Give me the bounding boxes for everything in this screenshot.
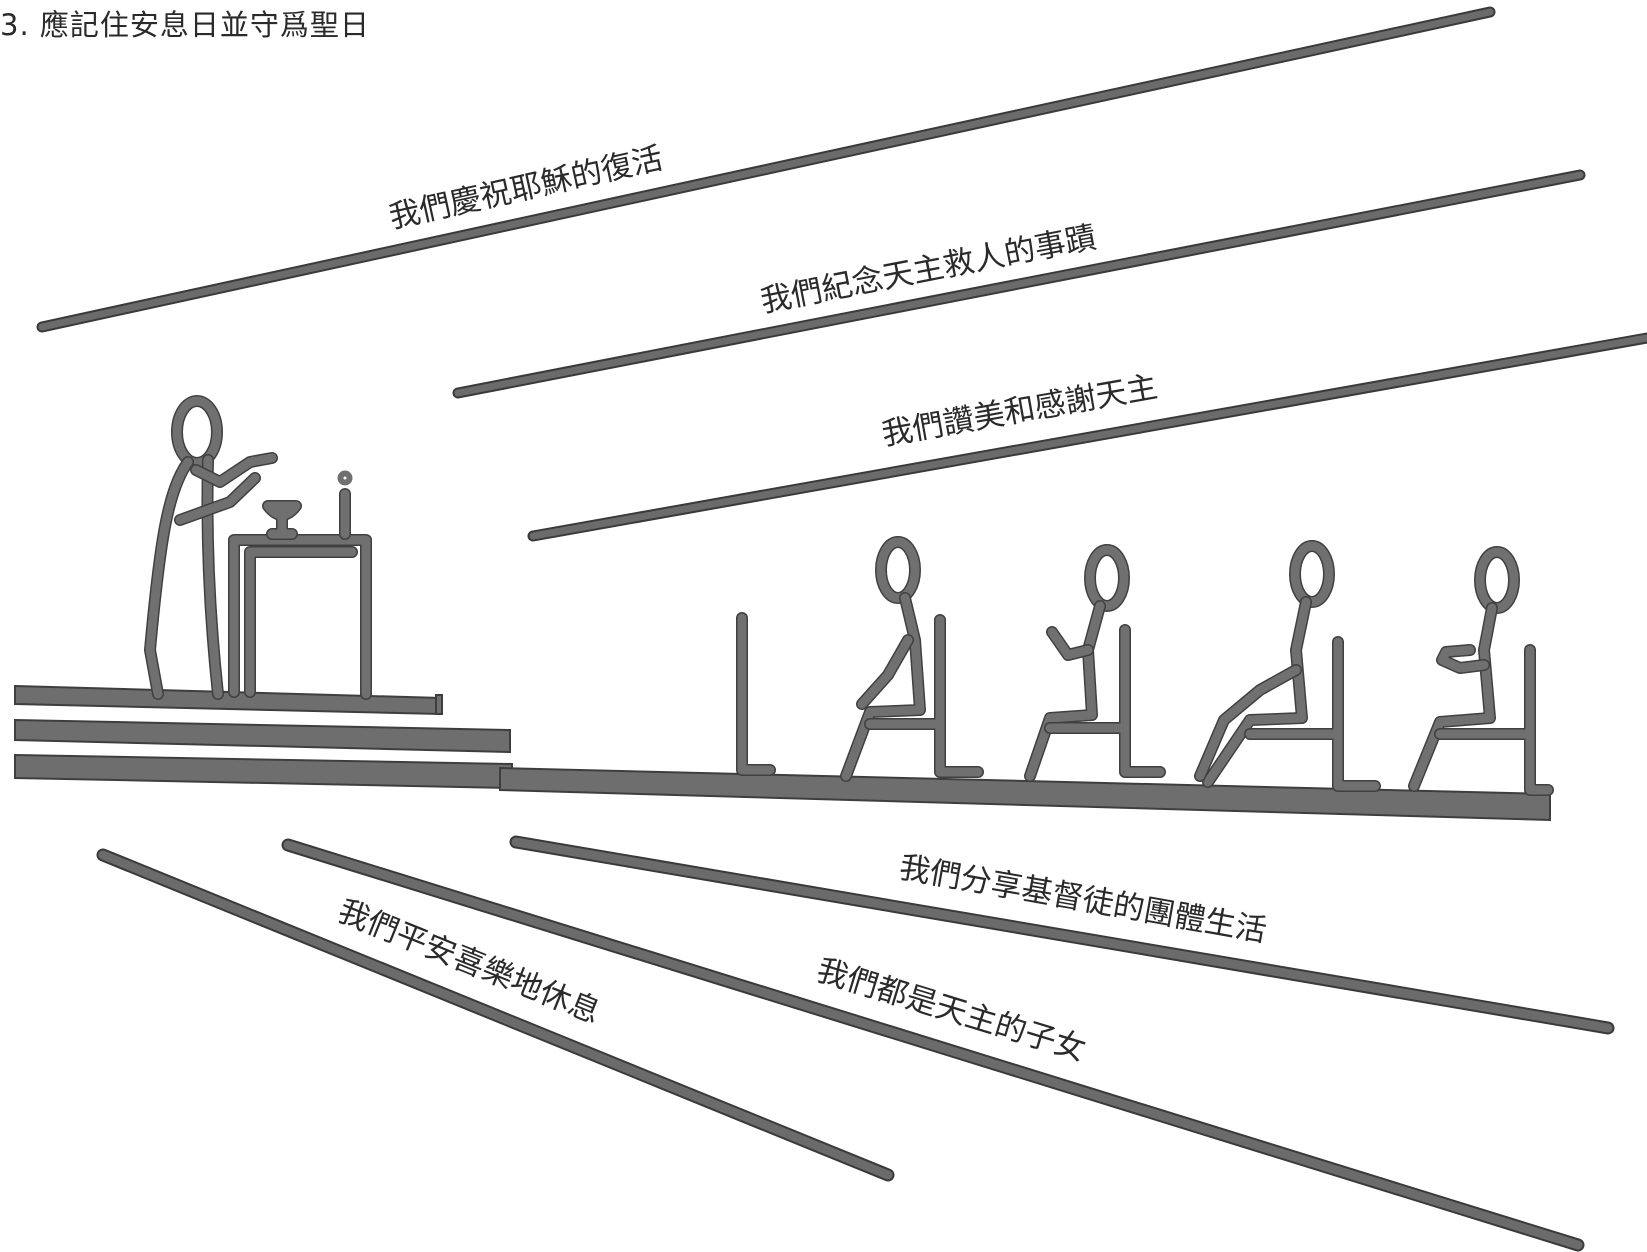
altar-steps <box>14 684 513 790</box>
ray-beam-6 <box>96 848 895 1182</box>
priest-figure <box>144 395 278 700</box>
seated-person-3 <box>1194 540 1381 792</box>
ray-beam-3 <box>527 332 1647 542</box>
ray-beam-4 <box>509 835 1615 1035</box>
pew-end <box>736 612 776 776</box>
lesson-heading: 3. 應記住安息日並守爲聖日 <box>0 8 370 42</box>
candle-icon <box>337 470 353 540</box>
altar-table <box>228 534 372 700</box>
chalice-icon <box>262 500 302 540</box>
seated-person-4 <box>1408 546 1554 796</box>
ray-beam-1 <box>36 6 1496 333</box>
floor <box>499 766 1551 822</box>
ray-label-3: 我們讚美和感謝天主 <box>879 369 1160 453</box>
seated-person-1 <box>840 536 984 782</box>
ray-beam-2 <box>452 169 1586 399</box>
seated-person-2 <box>1024 544 1166 782</box>
ray-beam-5 <box>281 838 1585 1252</box>
